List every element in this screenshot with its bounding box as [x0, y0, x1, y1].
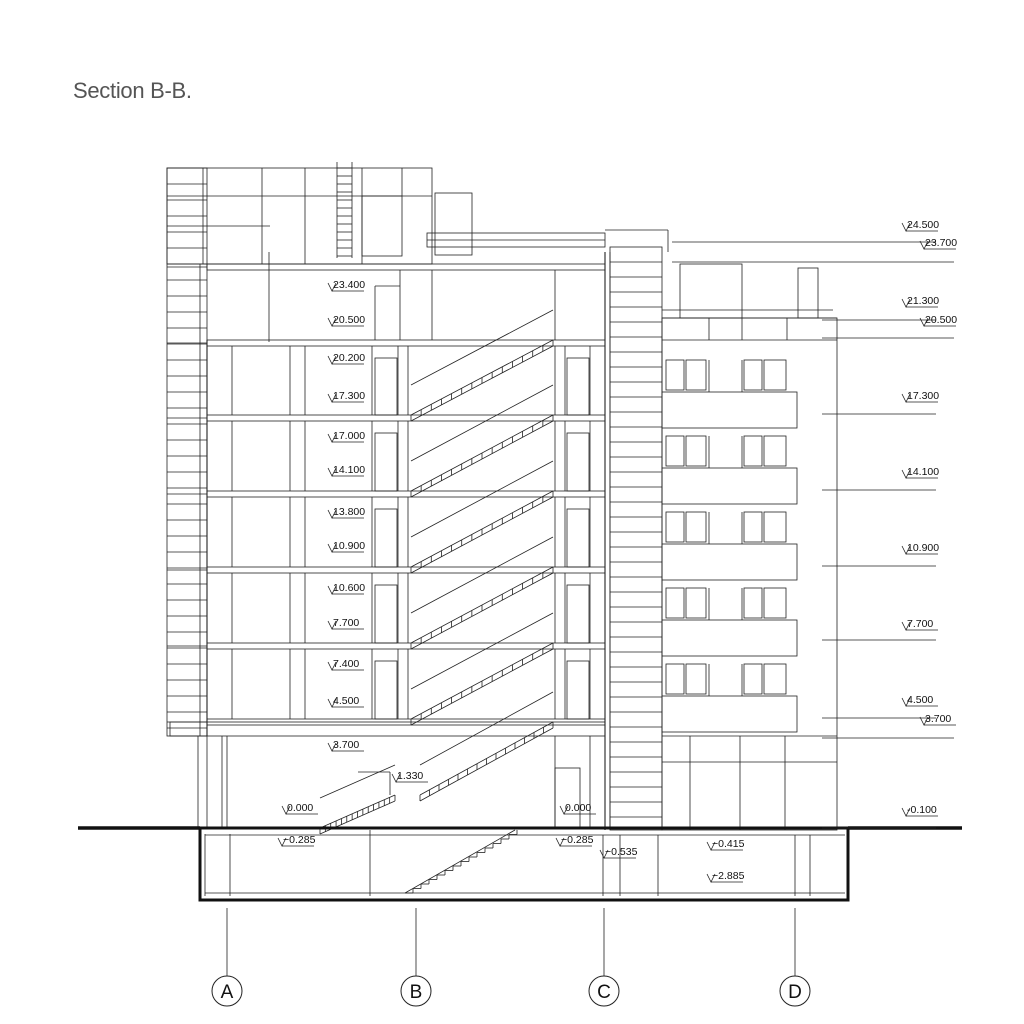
level-marker-right-4: 17.300 — [907, 390, 939, 402]
level-landing: 1.330 — [397, 770, 423, 782]
level-marker-left-10: 7.400 — [333, 658, 359, 670]
level-marker-left-5: 14.100 — [333, 464, 365, 476]
axis-marker-c: C — [588, 975, 620, 1007]
axis-label-d: D — [788, 982, 802, 1003]
level-mid-basement: −0.285 — [561, 834, 594, 846]
level-marker-right-1: 23.700 — [925, 237, 957, 249]
level-left-basement: −0.285 — [283, 834, 316, 846]
level-marker-right-10: -0.100 — [907, 804, 937, 816]
level-marker-left-1: 20.500 — [333, 314, 365, 326]
level-marker-left-4: 17.000 — [333, 430, 365, 442]
level-marker-right-6: 10.900 — [907, 542, 939, 554]
level-marker-right-9: 3.700 — [925, 713, 951, 725]
level-marker-left-6: 13.800 — [333, 506, 365, 518]
axis-marker-b: B — [400, 975, 432, 1007]
axis-label-c: C — [597, 982, 611, 1003]
level-marker-right-3: 20.500 — [925, 314, 957, 326]
level-marker-right-2: 21.300 — [907, 295, 939, 307]
level-marker-left-9: 7.700 — [333, 617, 359, 629]
level-basement-floor: −2.885 — [712, 870, 745, 882]
left-facade — [166, 167, 208, 737]
axis-label-a: A — [221, 982, 234, 1003]
axis-marker-a: A — [211, 975, 243, 1007]
level-marker-left-3: 17.300 — [333, 390, 365, 402]
drawing-title: Section B-B. — [73, 78, 192, 103]
axis-label-b: B — [410, 982, 423, 1003]
level-marker-right-7: 7.700 — [907, 618, 933, 630]
level-marker-left-0: 23.400 — [333, 279, 365, 291]
level-marker-right-5: 14.100 — [907, 466, 939, 478]
level-marker-right-8: 4.500 — [907, 694, 933, 706]
level-marker-left-7: 10.900 — [333, 540, 365, 552]
level-left-ground: 0.000 — [287, 802, 313, 814]
level-mid-ground: 0.000 — [565, 802, 591, 814]
level-marker-right-0: 24.500 — [907, 219, 939, 231]
level-marker-left-11: 4.500 — [333, 695, 359, 707]
level-right-basement: −0.415 — [712, 838, 745, 850]
level-marker-left-12: 3.700 — [333, 739, 359, 751]
level-mid-basement-2: −0.535 — [605, 846, 638, 858]
axis-marker-d: D — [779, 975, 811, 1007]
level-marker-left-2: 20.200 — [333, 352, 365, 364]
level-marker-left-8: 10.600 — [333, 582, 365, 594]
